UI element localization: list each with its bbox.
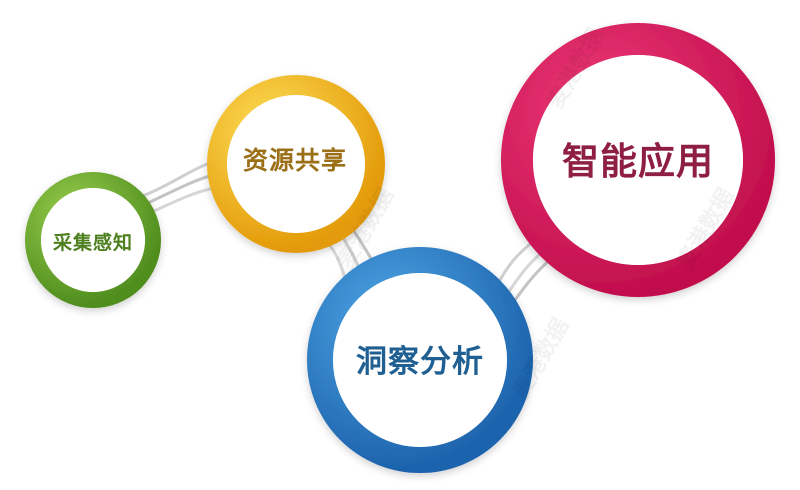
- node-label-insight: 洞察分析: [356, 343, 484, 380]
- ring-smart: [501, 23, 775, 297]
- node-label-share: 资源共享: [242, 146, 347, 175]
- ring-insight: [307, 247, 533, 473]
- ring-collect: [25, 172, 161, 308]
- ring-share: [207, 75, 385, 253]
- connector-collect-share: [143, 160, 216, 214]
- node-label-smart: 智能应用: [562, 140, 714, 183]
- node-label-collect: 采集感知: [52, 231, 133, 254]
